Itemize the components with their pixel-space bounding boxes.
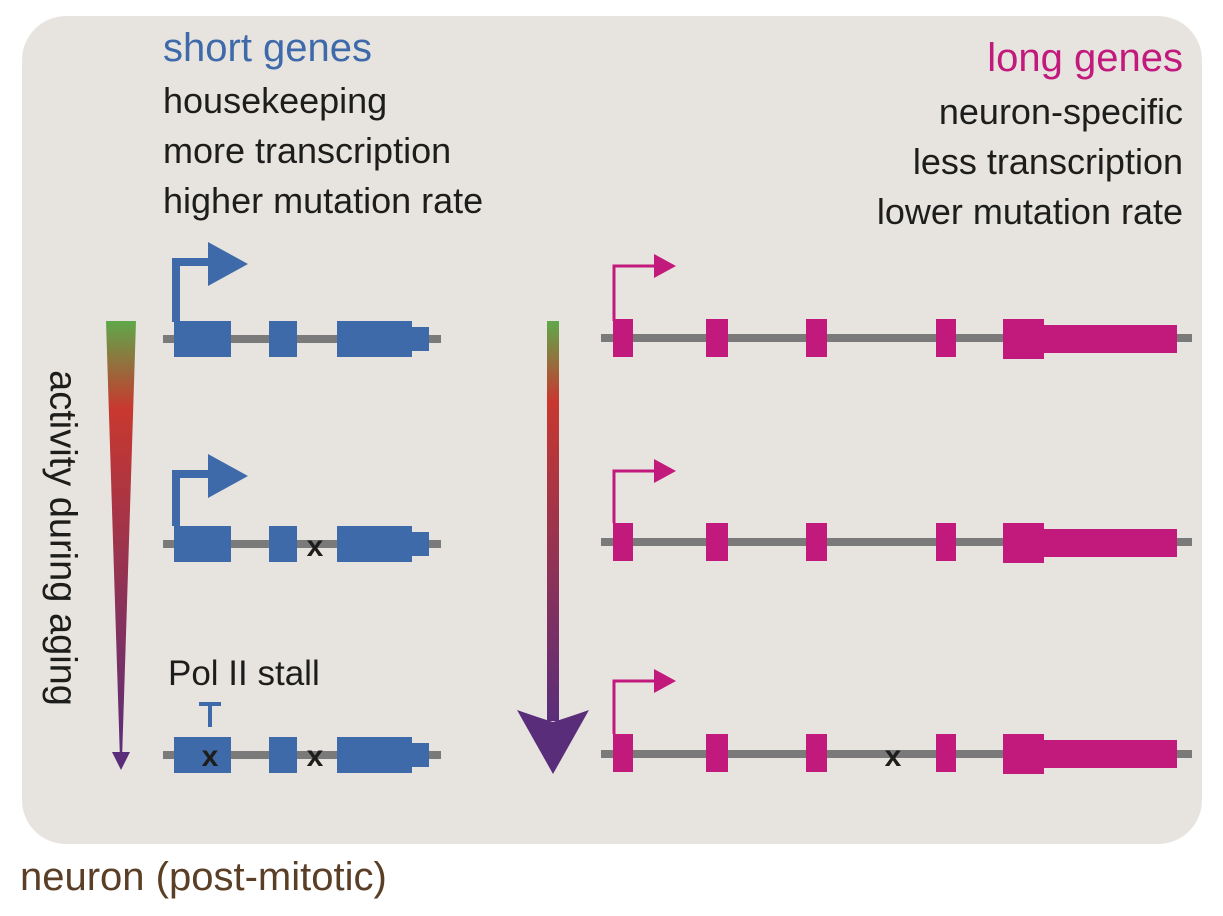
utr xyxy=(1044,529,1177,557)
exon xyxy=(174,321,231,357)
pol-ii-stall-label: Pol II stall xyxy=(168,654,320,693)
short-genes-title: short genes xyxy=(163,26,373,70)
exon xyxy=(337,321,412,357)
exon xyxy=(806,734,827,772)
short-gene-row-3: x x xyxy=(163,702,441,773)
utr xyxy=(1044,325,1177,353)
long-genes-title: long genes xyxy=(987,36,1183,80)
exon xyxy=(806,319,827,357)
mutation-mark: x xyxy=(307,740,324,773)
gene-backbone xyxy=(601,538,1192,546)
activity-bar-long xyxy=(547,321,559,721)
promoter-arrowhead-icon xyxy=(654,254,676,278)
mutation-mark: x xyxy=(202,740,219,773)
utr xyxy=(412,743,429,767)
promoter-arrowhead-icon xyxy=(654,669,676,693)
short-genes-line-housekeeping: housekeeping xyxy=(163,80,388,121)
short-genes-line-transcription: more transcription xyxy=(163,130,452,171)
gene-backbone xyxy=(163,335,441,343)
long-genes-line-transcription: less transcription xyxy=(912,141,1183,182)
promoter-arrowhead-icon xyxy=(208,454,248,498)
exon xyxy=(337,737,412,773)
exon xyxy=(174,526,231,562)
long-gene-row-3: x xyxy=(601,669,1192,774)
exon xyxy=(337,526,412,562)
gene-backbone xyxy=(163,540,441,548)
exon xyxy=(613,523,633,561)
exon xyxy=(1003,523,1044,563)
exon xyxy=(269,526,297,562)
mutation-mark: x xyxy=(307,530,324,563)
gene-backbone xyxy=(601,334,1192,342)
exon xyxy=(1003,734,1044,774)
short-gene-row-1 xyxy=(163,242,441,357)
promoter-arrow-icon xyxy=(612,264,656,321)
exon xyxy=(613,319,633,357)
exon xyxy=(936,523,956,561)
exon xyxy=(269,737,297,773)
exon xyxy=(706,523,728,561)
gene-backbone xyxy=(163,751,441,759)
exon xyxy=(613,734,633,772)
long-gene-row-2 xyxy=(601,459,1192,563)
pol-ii-stall-icon xyxy=(199,702,221,727)
mutation-mark: x xyxy=(885,740,902,773)
exon xyxy=(706,734,728,772)
utr xyxy=(1044,740,1177,768)
exon xyxy=(936,319,956,357)
activity-arrowhead-long xyxy=(517,710,589,774)
long-genes-line-mutation: lower mutation rate xyxy=(876,191,1183,232)
long-gene-row-1 xyxy=(601,254,1192,359)
long-genes-line-neuron-specific: neuron-specific xyxy=(938,91,1183,132)
exon xyxy=(174,737,231,773)
short-genes-line-mutation: higher mutation rate xyxy=(163,180,484,221)
exon xyxy=(269,321,297,357)
activity-wedge-short xyxy=(106,321,136,760)
exon xyxy=(806,523,827,561)
promoter-arrow-icon xyxy=(172,470,210,526)
promoter-arrowhead-icon xyxy=(208,242,248,286)
activity-axis-label: activity during aging xyxy=(41,370,84,706)
utr xyxy=(412,532,429,556)
promoter-arrow-icon xyxy=(172,258,210,322)
short-gene-row-2: x xyxy=(163,454,441,563)
exon xyxy=(936,734,956,772)
exon xyxy=(706,319,728,357)
utr xyxy=(412,327,429,351)
exon xyxy=(1003,319,1044,359)
gene-backbone xyxy=(601,750,1192,758)
activity-wedge-tip xyxy=(112,752,130,770)
promoter-arrow-icon xyxy=(612,469,656,523)
promoter-arrowhead-icon xyxy=(654,459,676,483)
neuron-footer-label: neuron (post-mitotic) xyxy=(20,855,387,899)
promoter-arrow-icon xyxy=(612,679,656,734)
